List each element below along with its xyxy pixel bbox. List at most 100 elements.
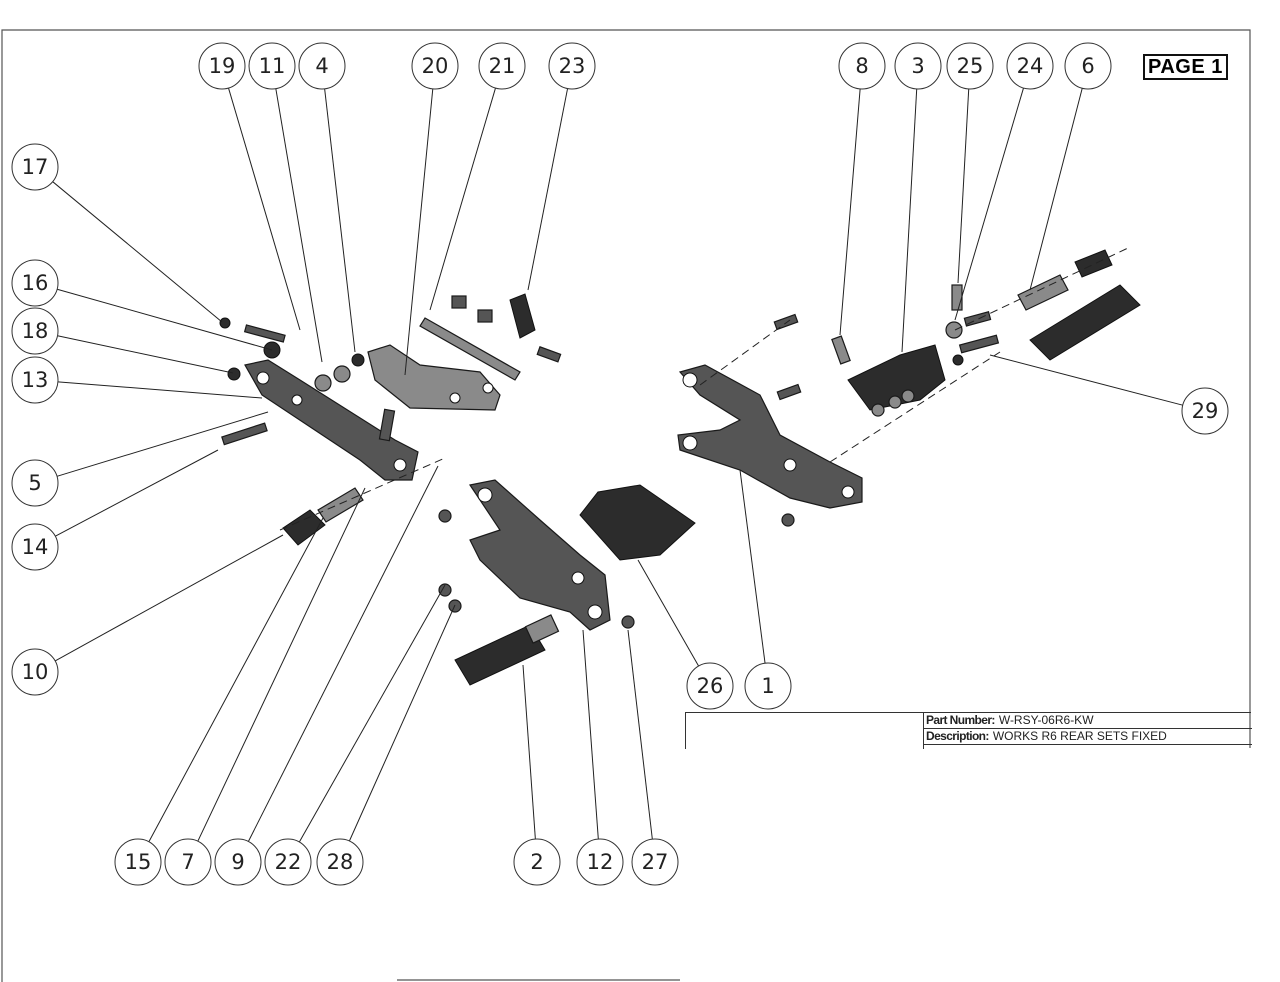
balloon-circle bbox=[1006, 42, 1054, 90]
balloon-number: 29 bbox=[1192, 399, 1219, 423]
balloon-number: 18 bbox=[22, 319, 49, 343]
item-balloon-13: 13 bbox=[11, 356, 59, 404]
balloon-number: 13 bbox=[22, 368, 49, 392]
balloon-number: 23 bbox=[559, 54, 586, 78]
leader-line-26 bbox=[637, 559, 700, 667]
heel-guard bbox=[579, 484, 696, 561]
center-footpeg bbox=[454, 624, 546, 686]
item-balloon-11: 11 bbox=[248, 42, 296, 90]
balloon-number: 11 bbox=[259, 54, 286, 78]
item-balloon-29: 29 bbox=[1181, 387, 1229, 435]
balloon-number: 20 bbox=[422, 54, 449, 78]
item-balloon-3: 3 bbox=[894, 42, 942, 90]
leader-line-15 bbox=[148, 517, 324, 842]
leader-line-7 bbox=[197, 487, 366, 842]
balloon-circle bbox=[548, 42, 596, 90]
item-balloon-10: 10 bbox=[11, 648, 59, 696]
balloon-number: 26 bbox=[697, 674, 724, 698]
leader-line-28 bbox=[348, 604, 456, 842]
leader-line-9 bbox=[247, 465, 439, 842]
item-balloon-25: 25 bbox=[946, 42, 994, 90]
part-number-value: W-RSY-06R6-KW bbox=[998, 713, 1094, 727]
item-balloon-1: 1 bbox=[744, 662, 792, 710]
balloon-circle bbox=[11, 459, 59, 507]
balloon-circle bbox=[1181, 387, 1229, 435]
parts bbox=[219, 247, 1141, 686]
balloon-number: 4 bbox=[315, 54, 328, 78]
item-balloon-12: 12 bbox=[576, 838, 624, 886]
description-row: Description:WORKS R6 REAR SETS FIXED bbox=[924, 729, 1252, 745]
leader-line-14 bbox=[55, 449, 219, 537]
mount-plate bbox=[367, 344, 501, 411]
balloon-circle bbox=[198, 42, 246, 90]
leader-lines bbox=[52, 87, 1183, 843]
balloon-circle bbox=[264, 838, 312, 886]
balloon-number: 22 bbox=[275, 850, 302, 874]
leader-line-13 bbox=[57, 381, 263, 399]
leader-line-4 bbox=[324, 88, 356, 353]
balloon-number: 6 bbox=[1081, 54, 1094, 78]
balloon-circle bbox=[478, 42, 526, 90]
item-balloon-22: 22 bbox=[264, 838, 312, 886]
leader-line-5 bbox=[56, 411, 269, 477]
item-balloon-4: 4 bbox=[298, 42, 346, 90]
item-balloon-26: 26 bbox=[686, 662, 734, 710]
item-balloon-16: 16 bbox=[11, 259, 59, 307]
item-balloon-18: 18 bbox=[11, 307, 59, 355]
balloon-circle bbox=[946, 42, 994, 90]
balloon-number: 5 bbox=[28, 471, 41, 495]
balloon-number: 8 bbox=[855, 54, 868, 78]
item-balloon-14: 14 bbox=[11, 523, 59, 571]
leader-line-23 bbox=[527, 88, 569, 291]
balloon-number: 10 bbox=[22, 660, 49, 684]
leader-line-24 bbox=[954, 87, 1024, 321]
item-balloon-15: 15 bbox=[114, 838, 162, 886]
balloon-circle bbox=[11, 143, 59, 191]
balloon-number: 21 bbox=[489, 54, 516, 78]
balloon-number: 16 bbox=[22, 271, 49, 295]
balloon-circle bbox=[114, 838, 162, 886]
balloon-circle bbox=[686, 662, 734, 710]
balloon-number: 17 bbox=[22, 155, 49, 179]
leader-line-6 bbox=[1029, 88, 1083, 291]
item-balloon-17: 17 bbox=[11, 143, 59, 191]
page-label: PAGE 1 bbox=[1143, 54, 1228, 80]
item-balloon-9: 9 bbox=[214, 838, 262, 886]
leader-line-29 bbox=[989, 354, 1183, 406]
balloon-number: 9 bbox=[231, 850, 244, 874]
item-balloon-19: 19 bbox=[198, 42, 246, 90]
item-balloon-20: 20 bbox=[411, 42, 459, 90]
item-balloon-5: 5 bbox=[11, 459, 59, 507]
item-balloon-6: 6 bbox=[1064, 42, 1112, 90]
leader-line-2 bbox=[522, 664, 536, 840]
balloon-circle bbox=[298, 42, 346, 90]
left-footpeg bbox=[282, 509, 326, 546]
balloon-circle bbox=[11, 523, 59, 571]
balloon-number: 25 bbox=[957, 54, 984, 78]
leader-line-1 bbox=[739, 469, 766, 664]
left-heel-plate bbox=[244, 359, 419, 481]
balloon-circle bbox=[1064, 42, 1112, 90]
leader-line-11 bbox=[275, 88, 323, 363]
balloon-circle bbox=[744, 662, 792, 710]
leader-line-3 bbox=[901, 88, 918, 353]
description-label: Description: bbox=[926, 729, 989, 743]
balloon-number: 7 bbox=[181, 850, 194, 874]
balloon-circle bbox=[248, 42, 296, 90]
balloon-circle bbox=[316, 838, 364, 886]
leader-line-16 bbox=[56, 288, 273, 351]
balloon-circle bbox=[631, 838, 679, 886]
leader-line-19 bbox=[228, 87, 301, 331]
balloon-circle bbox=[214, 838, 262, 886]
item-balloon-27: 27 bbox=[631, 838, 679, 886]
item-balloon-21: 21 bbox=[478, 42, 526, 90]
leader-line-17 bbox=[52, 181, 223, 323]
balloon-circle bbox=[11, 356, 59, 404]
part-number-row: Part Number:W-RSY-06R6-KW bbox=[924, 713, 1252, 729]
balloon-circle bbox=[838, 42, 886, 90]
balloon-circle bbox=[513, 838, 561, 886]
leader-line-12 bbox=[582, 629, 599, 840]
drawing-frame bbox=[1, 29, 1251, 982]
balloon-circle bbox=[11, 307, 59, 355]
